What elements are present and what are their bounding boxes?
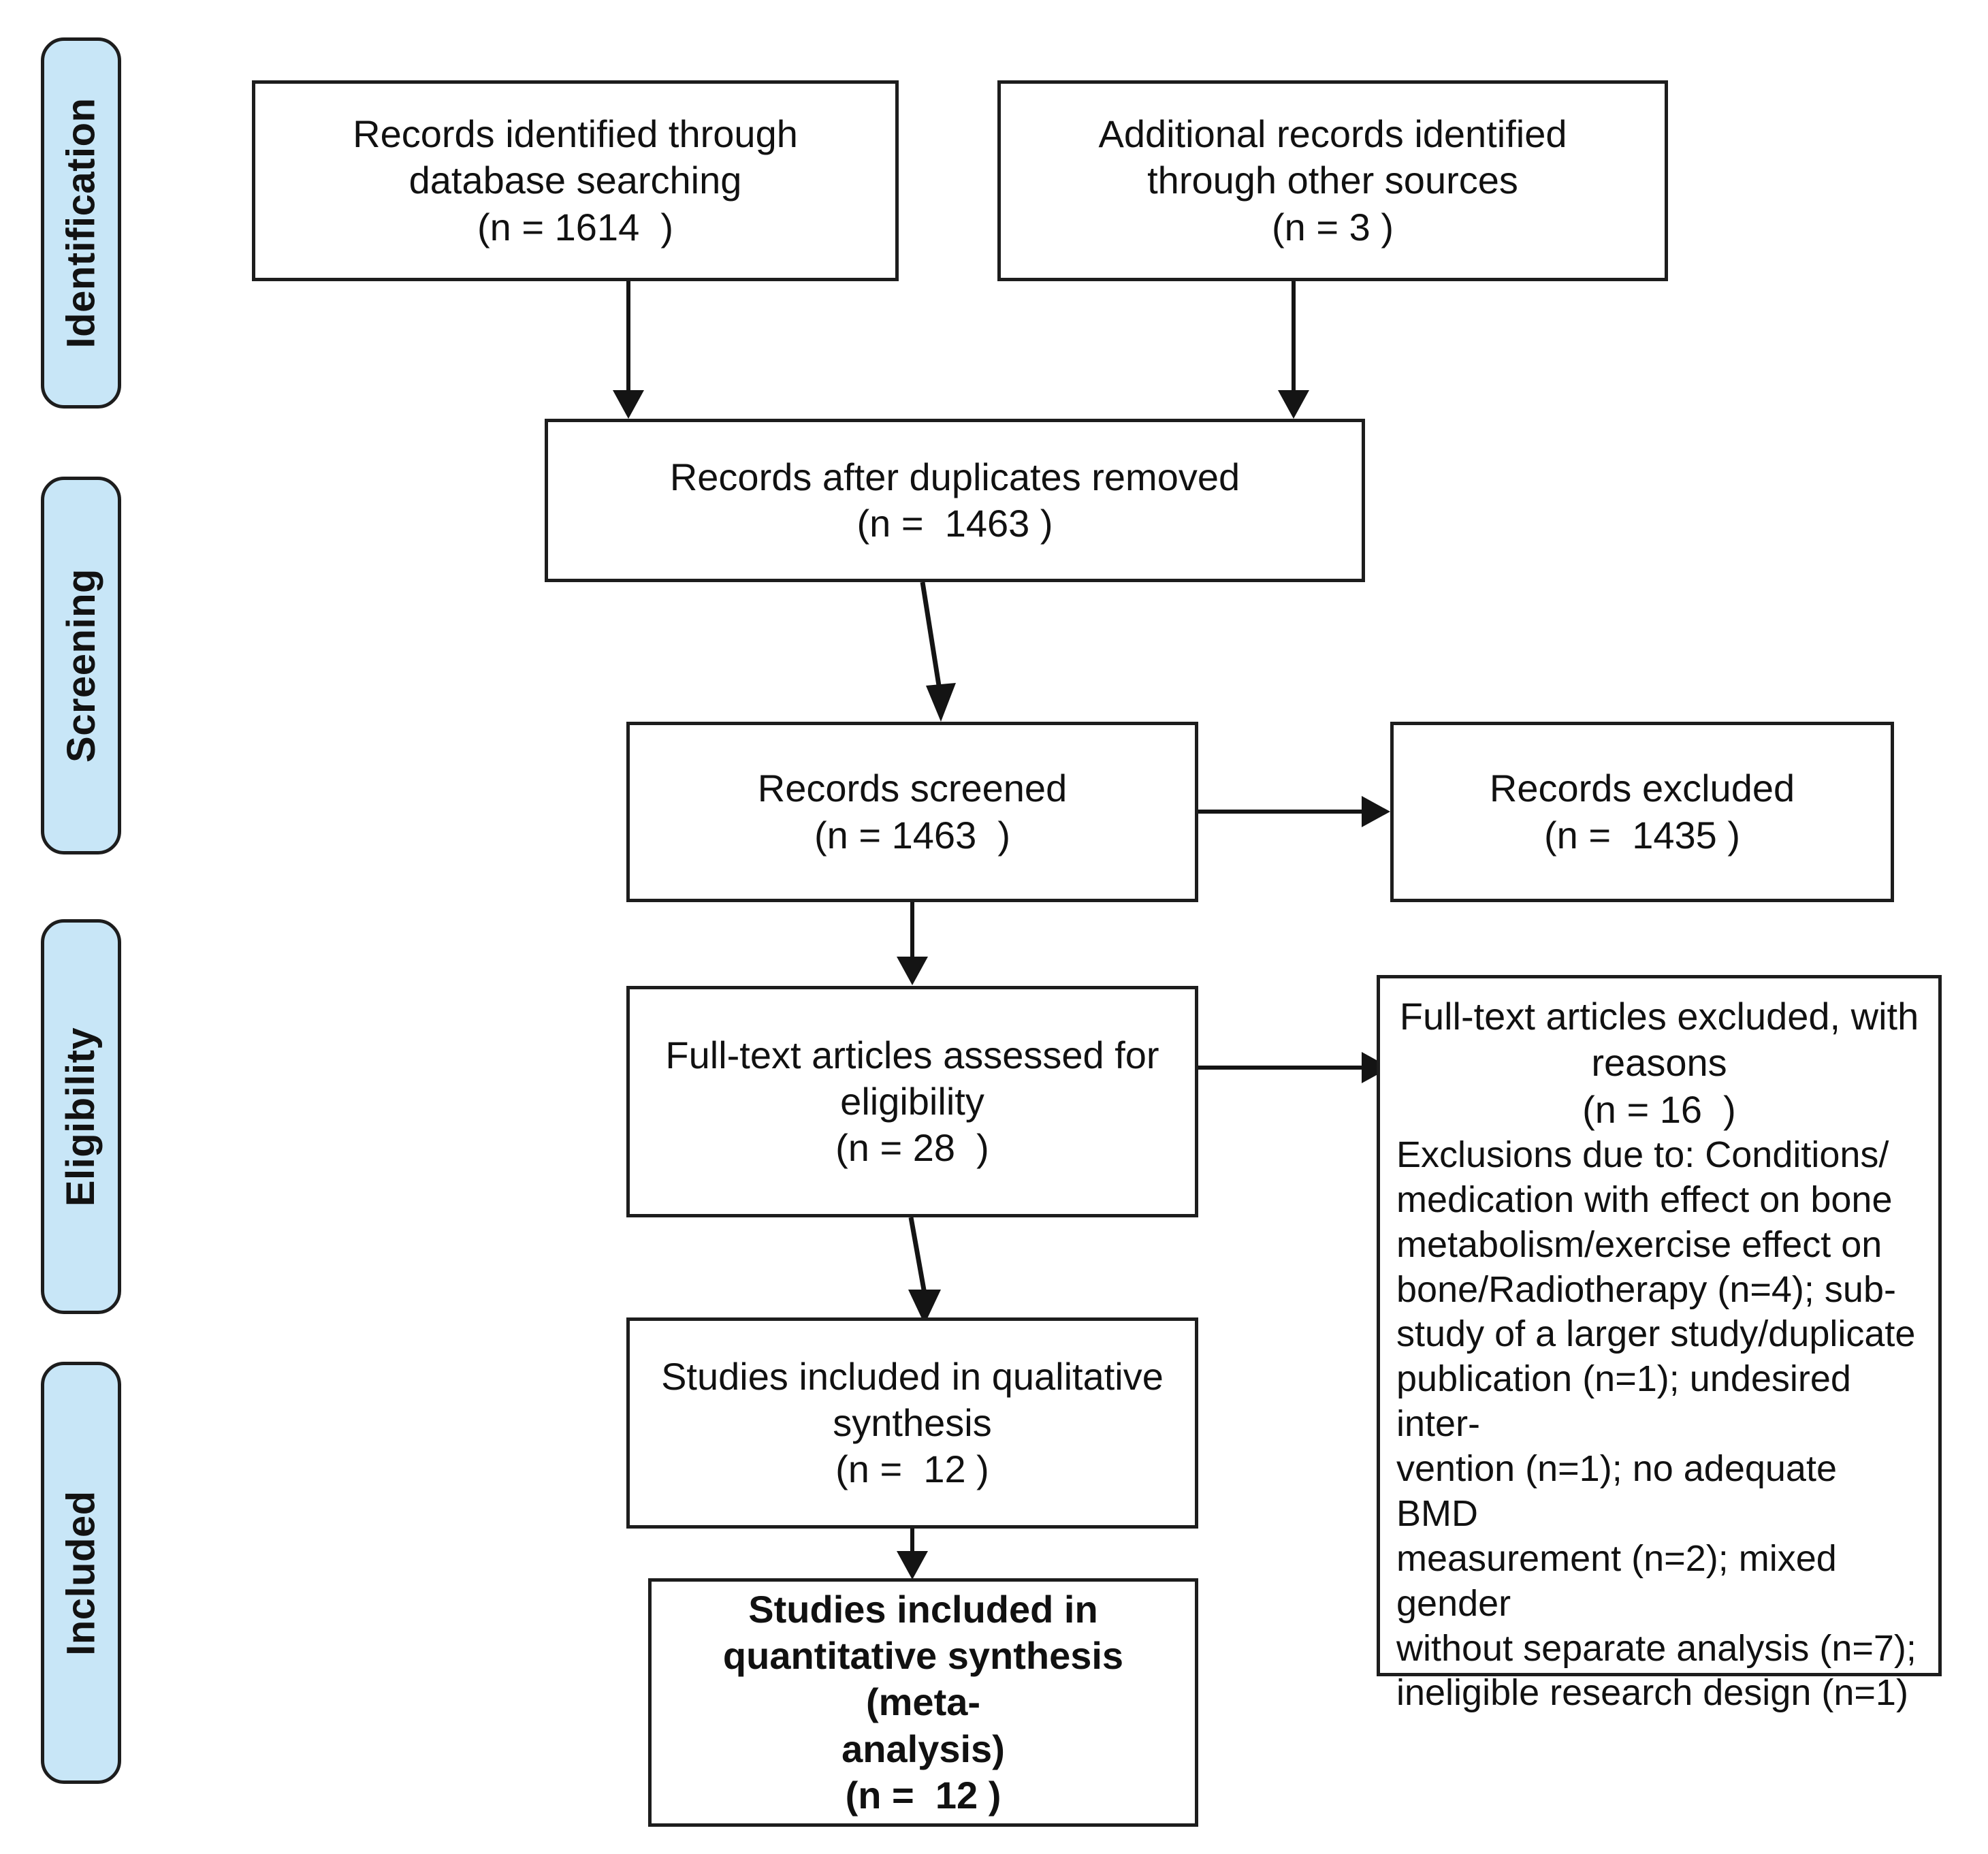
phase-label-identification: Identification xyxy=(41,37,121,409)
box-quantitative-line2: quantitative synthesis (meta- xyxy=(722,1634,1134,1724)
box-fulltext-assessed-line1: Full-text articles assessed for xyxy=(665,1033,1159,1076)
box-screened-count: (n = 1463 ) xyxy=(814,813,1010,857)
box-quantitative-count: (n = 12 ) xyxy=(845,1773,1001,1817)
box-quantitative-line1: Studies included in xyxy=(748,1587,1098,1631)
connector-database-to-duplicates xyxy=(626,281,630,394)
box-excluded-count: (n = 1435 ) xyxy=(1544,813,1740,857)
box-database-line2: database searching xyxy=(408,159,742,202)
box-other-sources-line2: through other sources xyxy=(1147,159,1518,202)
arrowhead-qualitative-to-quantitative xyxy=(897,1551,928,1580)
box-database-count: (n = 1614 ) xyxy=(477,205,673,249)
phase-label-included-text: Included xyxy=(59,1490,103,1656)
connector-qualitative-to-quantitative xyxy=(910,1529,914,1556)
box-fulltext-excluded-line2: reasons xyxy=(1591,1041,1727,1085)
connector-screened-to-excluded xyxy=(1198,810,1365,814)
box-records-identified-database: Records identified through database sear… xyxy=(252,80,899,281)
box-quantitative-line3: analysis) xyxy=(841,1727,1005,1770)
box-records-after-duplicates-removed: Records after duplicates removed (n = 14… xyxy=(545,419,1365,582)
phase-label-screening: Screening xyxy=(41,477,121,854)
box-qualitative-count: (n = 12 ) xyxy=(835,1448,989,1491)
box-additional-records-other-sources: Additional records identified through ot… xyxy=(997,80,1668,281)
arrowhead-screened-to-excluded xyxy=(1362,796,1390,827)
box-fulltext-excluded-line1: Full-text articles excluded, with xyxy=(1399,995,1919,1038)
box-duplicates-line1: Records after duplicates removed xyxy=(669,455,1240,498)
box-records-screened: Records screened (n = 1463 ) xyxy=(626,722,1198,902)
box-records-excluded: Records excluded (n = 1435 ) xyxy=(1390,722,1894,902)
box-other-sources-count: (n = 3 ) xyxy=(1272,205,1394,249)
box-database-line1: Records identified through xyxy=(353,112,798,156)
connector-other-sources-to-duplicates xyxy=(1292,281,1296,394)
phase-label-identification-text: Identification xyxy=(59,97,103,349)
phase-label-included: Included xyxy=(41,1362,121,1784)
box-qualitative-line1: Studies included in qualitative xyxy=(661,1354,1164,1398)
box-fulltext-assessed-line2: eligibility xyxy=(840,1079,984,1123)
box-excluded-line1: Records excluded xyxy=(1489,767,1795,810)
connector-fulltext-to-qualitative xyxy=(908,1217,941,1324)
box-fulltext-assessed: Full-text articles assessed for eligibil… xyxy=(626,986,1198,1217)
arrowhead-database-to-duplicates xyxy=(613,390,644,419)
arrowhead-screened-to-fulltext xyxy=(897,957,928,985)
box-fulltext-excluded-count: (n = 16 ) xyxy=(1582,1087,1736,1131)
box-other-sources-line1: Additional records identified xyxy=(1098,112,1567,156)
phase-label-eligibility-text: Eligibility xyxy=(59,1027,103,1206)
box-qualitative-synthesis: Studies included in qualitative synthesi… xyxy=(626,1317,1198,1529)
connector-screened-to-fulltext xyxy=(910,902,914,960)
connector-duplicates-to-screened xyxy=(920,581,956,722)
box-fulltext-excluded-reasons: Exclusions due to: Conditions/ medicatio… xyxy=(1396,1134,1917,1714)
box-duplicates-count: (n = 1463 ) xyxy=(856,502,1053,545)
box-fulltext-excluded-with-reasons: Full-text articles excluded, with reason… xyxy=(1377,975,1942,1713)
box-quantitative-synthesis: Studies included in quantitative synthes… xyxy=(648,1578,1198,1827)
arrowhead-other-sources-to-duplicates xyxy=(1278,390,1309,419)
box-fulltext-assessed-count: (n = 28 ) xyxy=(835,1126,989,1170)
phase-label-screening-text: Screening xyxy=(59,569,103,763)
box-screened-line1: Records screened xyxy=(757,767,1068,810)
phase-label-eligibility: Eligibility xyxy=(41,919,121,1314)
connector-fulltext-to-exclusions xyxy=(1198,1066,1365,1070)
box-qualitative-line2: synthesis xyxy=(833,1401,992,1444)
